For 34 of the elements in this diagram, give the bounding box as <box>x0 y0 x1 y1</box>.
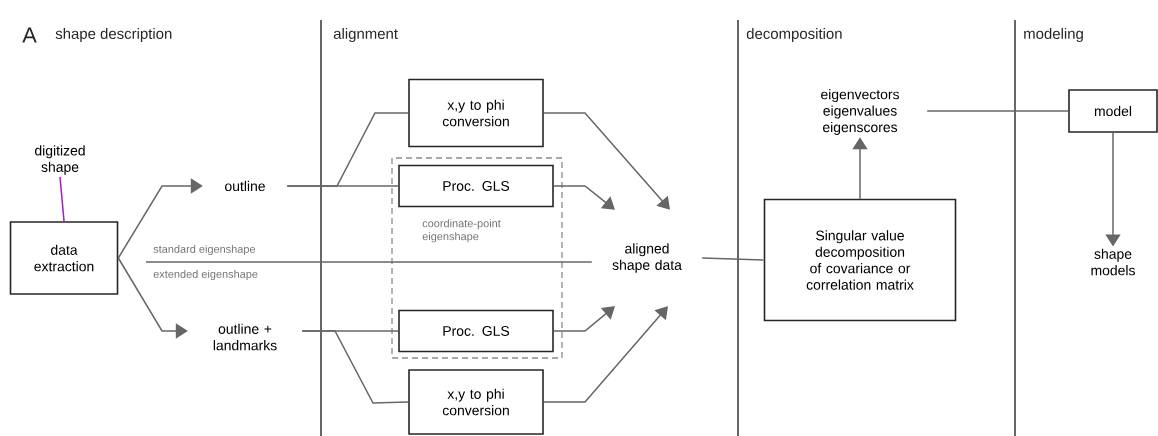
arrow <box>553 306 615 332</box>
group-label: coordinate-point eigenshape <box>422 219 501 243</box>
arrow <box>117 257 188 339</box>
panel-letter: A <box>22 27 37 43</box>
node-text: outline + landmarks <box>213 323 277 351</box>
arrow <box>543 112 670 210</box>
connector-line <box>701 257 765 261</box>
process-box: data extraction <box>9 221 119 295</box>
node-text: eigenvectors eigenvalues eigenscores <box>821 89 899 135</box>
connector-line <box>59 176 65 222</box>
arrow <box>543 306 668 403</box>
process-box: x,y to phi conversion <box>408 78 544 148</box>
column-heading: shape description <box>55 28 172 42</box>
line-label: extended eigenshape <box>153 269 258 281</box>
node-text: shape models <box>1091 248 1135 276</box>
arrow <box>553 185 615 210</box>
connector-line <box>286 185 399 187</box>
column-heading: decomposition <box>746 28 842 42</box>
process-box: x,y to phi conversion <box>408 369 544 435</box>
node-text: digitized shape <box>35 145 85 175</box>
process-box: Proc. GLS <box>398 309 554 353</box>
process-box: Proc. GLS <box>398 164 554 208</box>
column-heading: modeling <box>1024 28 1083 42</box>
connector-line <box>145 261 593 263</box>
column-heading: alignment <box>333 28 398 42</box>
process-box: model <box>1068 89 1158 133</box>
node-text: outline <box>225 180 265 192</box>
line-label: standard eigenshape <box>153 244 256 256</box>
process-box: Singular value decomposition of covariance or correlation matrix <box>763 198 957 322</box>
arrow <box>117 178 203 259</box>
arrow <box>852 137 868 200</box>
connector-line <box>301 330 409 404</box>
node-text: aligned shape data <box>612 243 682 273</box>
connector-line <box>926 110 1069 112</box>
